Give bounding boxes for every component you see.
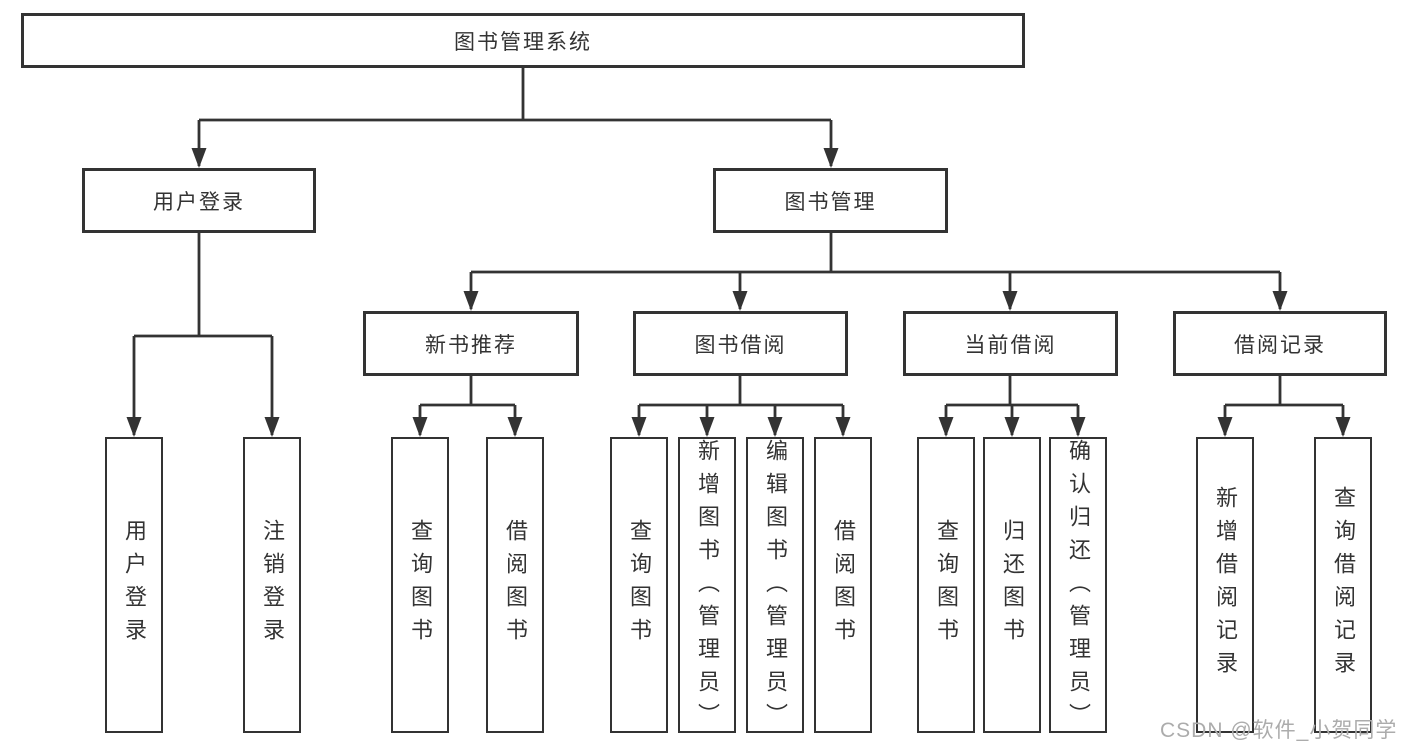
- leaf-edit-books-admin-label: 编辑图书（管理员）: [763, 439, 788, 736]
- node-new-book-recommend: 新书推荐: [363, 311, 579, 376]
- node-book-borrowing: 图书借阅: [633, 311, 848, 376]
- leaf-return-books-label: 归还图书: [1000, 519, 1025, 651]
- node-new-book-recommend-label: 新书推荐: [425, 333, 517, 357]
- leaf-add-books-admin: 新增图书（管理员）: [678, 437, 736, 736]
- leaf-borrow-books-2: 借阅图书: [814, 437, 872, 733]
- leaf-query-borrow-record-label: 查询借阅记录: [1331, 486, 1356, 684]
- leaf-confirm-return-admin: 确认归还（管理员）: [1049, 437, 1107, 736]
- watermark: CSDN @软件_小贺同学: [1160, 719, 1398, 742]
- leaf-borrow-books-1-label: 借阅图书: [503, 519, 528, 651]
- leaf-add-books-admin-label: 新增图书（管理员）: [695, 439, 720, 736]
- leaf-user-login-label: 用户登录: [122, 519, 147, 651]
- leaf-query-books-1-label: 查询图书: [408, 519, 433, 651]
- node-current-borrowing: 当前借阅: [903, 311, 1118, 376]
- node-borrowing-records: 借阅记录: [1173, 311, 1387, 376]
- leaf-logout: 注销登录: [243, 437, 301, 733]
- leaf-add-borrow-record: 新增借阅记录: [1196, 437, 1254, 733]
- leaf-query-books-2-label: 查询图书: [627, 519, 652, 651]
- leaf-query-books-3: 查询图书: [917, 437, 975, 733]
- leaf-edit-books-admin: 编辑图书（管理员）: [746, 437, 804, 736]
- leaf-confirm-return-admin-label: 确认归还（管理员）: [1066, 439, 1091, 736]
- node-book-management-label: 图书管理: [784, 190, 877, 214]
- leaf-logout-label: 注销登录: [260, 519, 285, 651]
- node-user-login: 用户登录: [82, 168, 316, 233]
- node-book-borrowing-label: 图书借阅: [694, 333, 787, 357]
- node-current-borrowing-label: 当前借阅: [964, 333, 1057, 357]
- leaf-return-books: 归还图书: [983, 437, 1041, 733]
- node-user-login-label: 用户登录: [153, 190, 245, 214]
- leaf-query-books-3-label: 查询图书: [934, 519, 959, 651]
- leaf-query-books-2: 查询图书: [610, 437, 668, 733]
- leaf-query-borrow-record: 查询借阅记录: [1314, 437, 1372, 733]
- leaf-borrow-books-2-label: 借阅图书: [831, 519, 856, 651]
- node-root-label: 图书管理系统: [454, 30, 592, 54]
- node-book-management: 图书管理: [713, 168, 948, 233]
- node-borrowing-records-label: 借阅记录: [1234, 333, 1326, 357]
- node-root: 图书管理系统: [21, 13, 1025, 68]
- leaf-user-login: 用户登录: [105, 437, 163, 733]
- leaf-query-books-1: 查询图书: [391, 437, 449, 733]
- leaf-borrow-books-1: 借阅图书: [486, 437, 544, 733]
- leaf-add-borrow-record-label: 新增借阅记录: [1213, 486, 1238, 684]
